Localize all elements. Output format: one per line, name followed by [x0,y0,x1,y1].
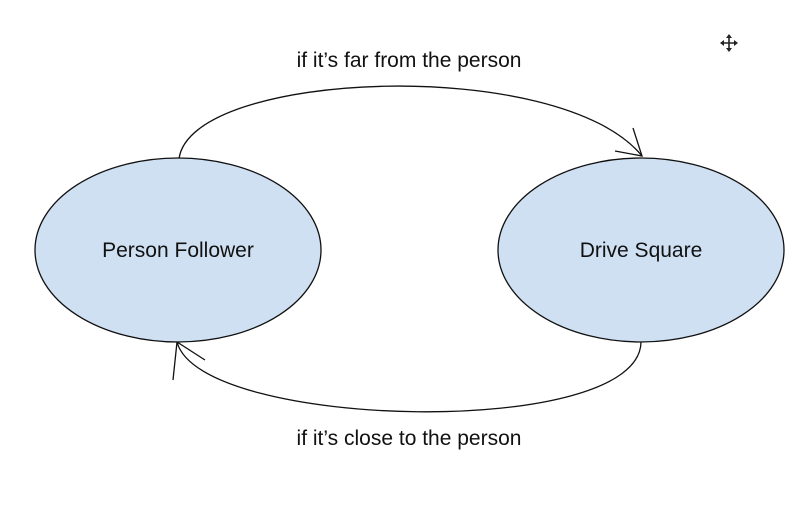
edge-far-arrow[interactable] [178,85,643,160]
move-icon-glyph [720,34,738,52]
node-label-drive-square: Drive Square [579,239,703,262]
edge-close-arrow[interactable] [176,341,642,413]
node-drive-square[interactable] [497,157,785,343]
node-label-person-follower: Person Follower [102,239,254,262]
edge-label-close: if it’s close to the person [296,427,522,450]
edge-label-far: if it’s far from the person [296,49,522,72]
edge-far-arrowhead [614,127,643,157]
move-icon[interactable] [719,33,739,53]
node-person-follower[interactable] [34,157,322,343]
